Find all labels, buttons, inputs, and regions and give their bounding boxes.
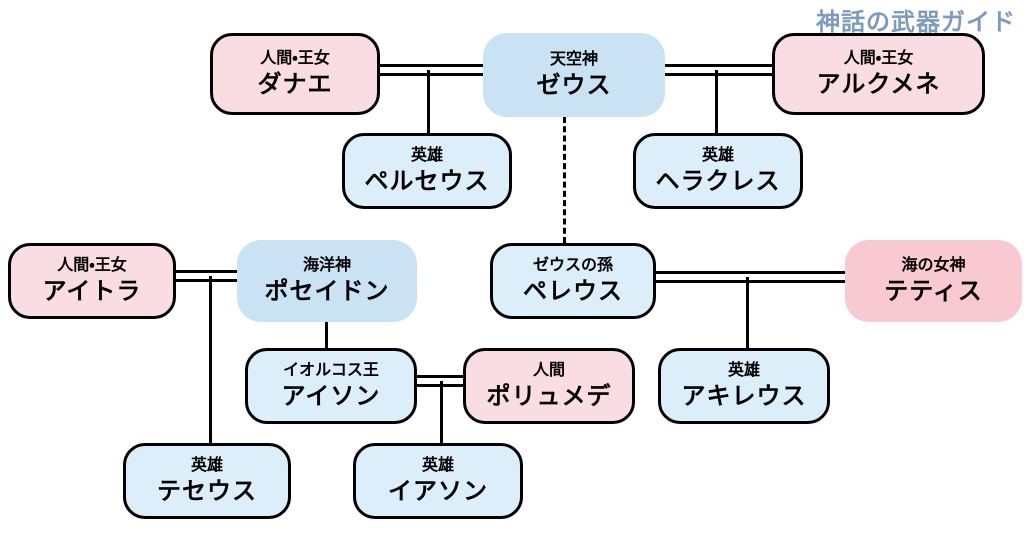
descent-line-perseus: [427, 70, 430, 133]
dashed-descent-line-zeus-peleus: [563, 117, 566, 243]
tree-node-danae: 人間・王女 ダナエ: [210, 33, 380, 115]
tree-node-poseidon: 海洋神 ポセイドン: [237, 240, 417, 322]
page-title: 神話の武器ガイド: [816, 9, 1016, 36]
node-role: 人間・王女: [57, 256, 127, 274]
node-name: アイトラ: [42, 277, 142, 305]
node-name: ゼウス: [536, 71, 612, 99]
tree-node-alcmene: 人間・王女 アルクメネ: [772, 33, 985, 115]
node-name: ペルセウス: [364, 167, 490, 195]
node-role: 人間: [532, 361, 565, 379]
node-role: 人間・王女: [843, 49, 914, 67]
descent-line-poseidon-aeson: [325, 320, 328, 350]
node-name: ダナエ: [257, 70, 333, 98]
node-role: ゼウスの孫: [532, 256, 613, 274]
node-role: 英雄: [421, 456, 454, 474]
node-role: 英雄: [410, 146, 443, 164]
marriage-line-zeus-alcmene: [663, 64, 774, 76]
tree-node-perseus: 英雄 ペルセウス: [342, 133, 512, 209]
node-name: ポリュメデ: [486, 382, 612, 410]
tree-node-aeson: イオルコス王 アイソン: [245, 348, 417, 424]
tree-node-achilles: 英雄 アキレウス: [658, 348, 830, 424]
node-role: 海の女神: [901, 256, 966, 274]
node-name: ペレウス: [523, 277, 623, 305]
node-name: アキレウス: [681, 382, 807, 410]
marriage-line-danae-zeus: [378, 64, 485, 76]
node-role: 英雄: [727, 361, 760, 379]
node-role: 英雄: [701, 146, 734, 164]
marriage-line-peleus-thetis: [654, 271, 847, 283]
tree-node-theseus: 英雄 テセウス: [123, 443, 291, 519]
node-name: アイソン: [281, 382, 381, 410]
tree-node-zeus: 天空神 ゼウス: [483, 33, 665, 117]
descent-line-heracles: [715, 70, 718, 133]
node-name: アルクメネ: [816, 70, 941, 98]
tree-node-peleus: ゼウスの孫 ペレウス: [490, 243, 656, 319]
node-name: テセウス: [157, 477, 257, 505]
descent-line-theseus: [209, 276, 212, 443]
node-name: テティス: [884, 277, 983, 305]
tree-node-heracles: 英雄 ヘラクレス: [633, 133, 803, 209]
node-role: 海洋神: [302, 256, 351, 274]
tree-node-polymede: 人間 ポリュメデ: [463, 348, 635, 424]
tree-node-jason: 英雄 イアソン: [353, 443, 523, 519]
descent-line-jason: [440, 381, 443, 443]
node-role: 人間・王女: [260, 49, 330, 67]
node-name: ポセイドン: [264, 277, 390, 305]
node-name: ヘラクレス: [655, 167, 781, 195]
node-name: イアソン: [388, 477, 488, 505]
marriage-line-aethra-poseidon: [174, 270, 239, 282]
tree-node-aethra: 人間・王女 アイトラ: [8, 243, 176, 319]
tree-node-thetis: 海の女神 テティス: [845, 240, 1022, 322]
node-role: 天空神: [549, 50, 598, 68]
descent-line-achilles: [746, 277, 749, 348]
node-role: イオルコス王: [283, 361, 379, 379]
node-role: 英雄: [190, 456, 223, 474]
